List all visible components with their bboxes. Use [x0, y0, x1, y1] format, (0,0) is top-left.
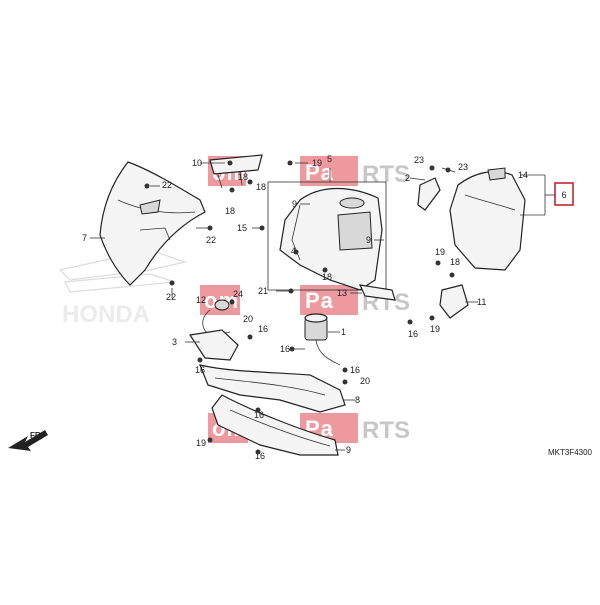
callout-18-e: 18 — [450, 257, 460, 267]
part-10-bottom-lid — [211, 394, 339, 456]
part-2-bracket — [417, 177, 441, 211]
part-7-front-cover — [99, 161, 206, 286]
highlight-box — [554, 182, 574, 206]
callout-24: 24 — [233, 289, 243, 299]
callout-23-right: 23 — [458, 162, 468, 172]
callout-10: 9 — [346, 445, 351, 455]
part-3-latch — [188, 329, 239, 361]
callout-22-bottom: 22 — [166, 292, 176, 302]
callout-14: 12 — [196, 295, 206, 305]
part-8-lower-cover — [199, 364, 346, 413]
callout-18-b: 18 — [256, 182, 266, 192]
callout-3: 3 — [172, 337, 177, 347]
direction-label: FR. — [30, 431, 43, 440]
callout-16-base: 16 — [255, 451, 265, 461]
callout-18-a: 18 — [238, 172, 248, 182]
callout-13: 13 — [337, 288, 347, 298]
callout-22-right: 22 — [206, 235, 216, 245]
callout-8: 8 — [355, 395, 360, 405]
honda-wordmark: HONDA — [62, 301, 150, 328]
callout-16-bottom: 16 — [254, 410, 264, 420]
callout-1: 1 — [341, 327, 346, 337]
callout-20-top: 20 — [243, 314, 253, 324]
callout-9-right: 9 — [366, 235, 371, 245]
callout-7: 7 — [82, 233, 87, 243]
highlighted-callout: 6 — [561, 190, 566, 200]
callout-2: 2 — [405, 173, 410, 183]
callout-16-lower: 16 — [350, 365, 360, 375]
callout-18-f: 19 — [430, 324, 440, 334]
part-5-inner-panel — [279, 187, 383, 291]
callout-19-top: 19 — [312, 158, 322, 168]
callout-12: 11 — [477, 297, 486, 307]
part-13-strip — [358, 284, 396, 301]
callout-16-right: 16 — [408, 329, 418, 339]
callout-19-right: 19 — [435, 247, 445, 257]
callout-21: 21 — [258, 286, 268, 296]
diagram-code: MKT3F4300 — [548, 448, 593, 457]
callout-20-lower: 20 — [360, 376, 370, 386]
callout-9-left: 9 — [292, 199, 297, 209]
svg-text:Pa: Pa — [305, 160, 334, 185]
callout-11: 10 — [192, 158, 202, 168]
callout-16-left: 16 — [195, 365, 205, 375]
callout-4: 4 — [291, 246, 296, 256]
callout-15: 14 — [518, 170, 528, 180]
part-12-plate — [439, 284, 469, 319]
callout-18-c: 18 — [225, 206, 235, 216]
callout-22-top: 22 — [162, 180, 172, 190]
forward-arrow-icon: FR. — [8, 430, 48, 451]
svg-text:Pa: Pa — [305, 288, 334, 313]
leader-lines — [90, 162, 555, 451]
callout-23-left: 23 — [414, 155, 424, 165]
callout-19-bottom: 19 — [196, 438, 206, 448]
callouts: 10 19 5 23 23 2 14 18 18 18 22 22 22 7 9… — [82, 154, 528, 461]
assembly-box-5 — [267, 181, 387, 291]
svg-text:RTS: RTS — [362, 417, 410, 444]
callout-16-top: 15 — [237, 223, 247, 233]
honda-logo-watermark: HONDA — [58, 249, 188, 328]
part-11-emblem — [209, 154, 263, 189]
callout-5: 5 — [327, 154, 332, 164]
part-6-side-panel — [449, 167, 526, 271]
callout-18-d: 18 — [322, 272, 332, 282]
fasteners — [144, 160, 455, 455]
callout-16-mid: 16 — [258, 324, 268, 334]
callout-17: 16 — [280, 344, 290, 354]
part-1-socket — [304, 313, 341, 366]
